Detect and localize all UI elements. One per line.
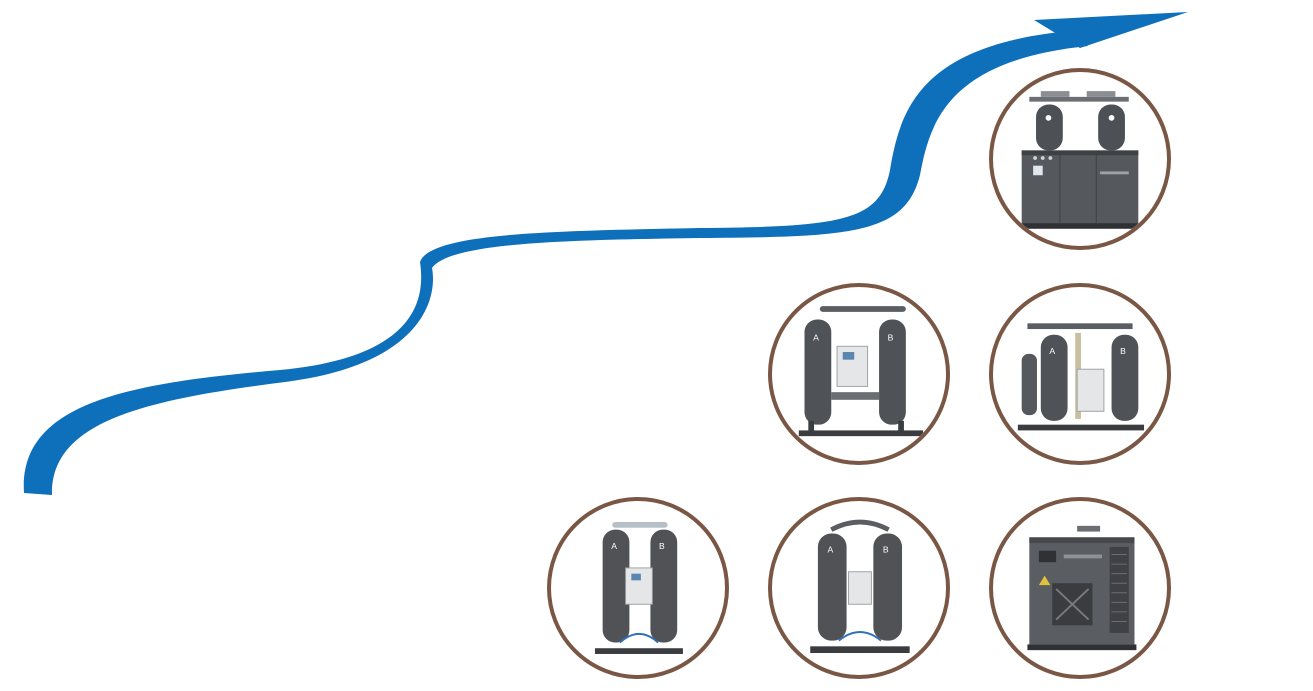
growth-arrow-curve [23, 32, 1088, 495]
svg-text:A: A [1049, 346, 1055, 356]
product-circle-twin-tower-large-b: A B [989, 283, 1171, 465]
svg-text:A: A [611, 541, 617, 551]
svg-text:B: B [1120, 346, 1126, 356]
product-circle-twin-tower-small-b: A B [768, 497, 950, 679]
svg-text:B: B [883, 545, 889, 555]
product-circle-twin-tower-small-a: A B [547, 497, 729, 679]
svg-text:B: B [888, 333, 894, 343]
twin-tower-dryer-icon: A B [594, 522, 683, 654]
twin-tower-dryer-icon: A B [1017, 323, 1145, 431]
cabinet-dryer-icon [1027, 525, 1137, 651]
product-circle-refrigerated-dryer [989, 497, 1171, 679]
svg-text:A: A [827, 545, 833, 555]
svg-text:A: A [813, 333, 819, 343]
twin-tower-dryer-icon: A B [798, 306, 924, 437]
container-unit-icon [1021, 91, 1139, 229]
twin-tower-dryer-icon: A B [810, 519, 910, 654]
growth-arrow-head [1034, 12, 1188, 48]
svg-text:B: B [659, 541, 665, 551]
product-circle-twin-tower-large-a: A B [768, 283, 950, 465]
product-circle-container-dryer [989, 68, 1171, 250]
